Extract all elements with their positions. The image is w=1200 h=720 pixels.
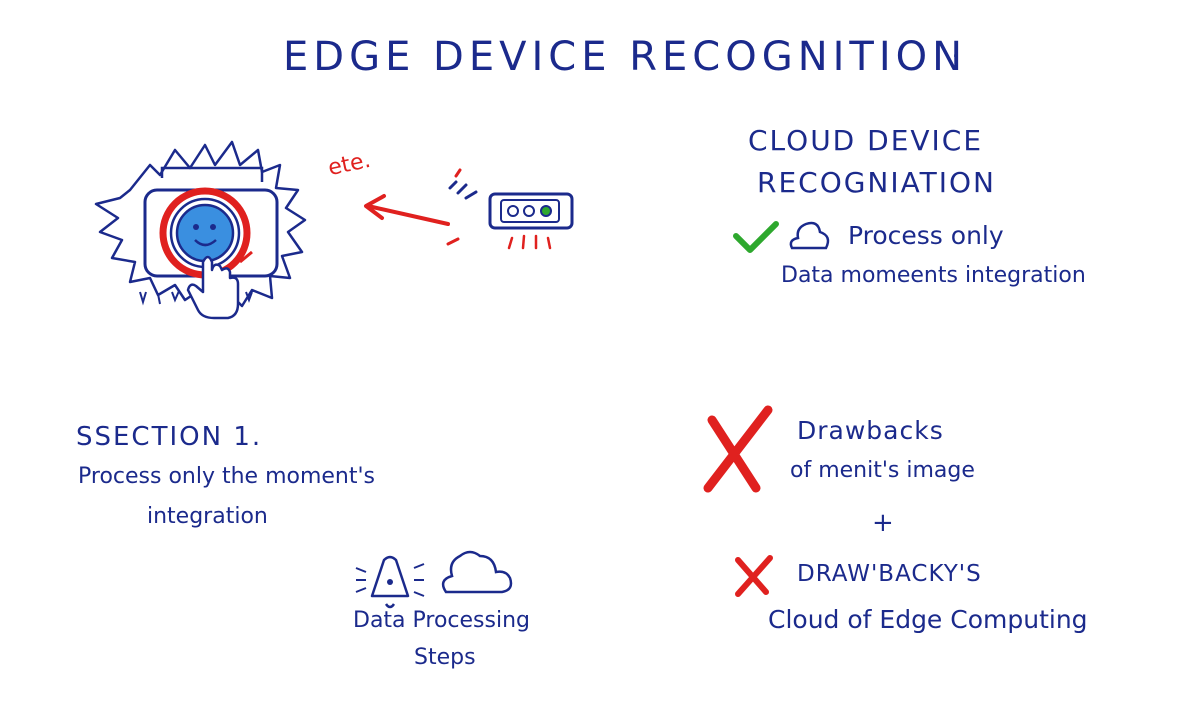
title-dot: .: [952, 38, 959, 62]
bell-ring-lines: [355, 563, 425, 597]
red-arrow-head: [364, 194, 386, 220]
cloud-icon-small: [789, 221, 830, 250]
red-tick-mark: [239, 250, 253, 264]
face-icon: [175, 203, 235, 263]
cloud-heading-line2: RECOGNIATION: [757, 166, 996, 199]
sensor-light-3: [540, 205, 552, 217]
bell-icon: [370, 555, 410, 609]
plus-sign: +: [872, 508, 894, 538]
cross-icon-small: [735, 555, 773, 597]
cloud-item-process: Process only: [848, 221, 1004, 250]
red-arrow: [366, 204, 450, 226]
steps-label-line1: Data Processing: [353, 608, 530, 633]
sensor-light-2: [523, 205, 535, 217]
sensor-face: [500, 199, 560, 223]
drawbacks-line1: of menit's image: [790, 458, 975, 483]
drawbacks-heading: Drawbacks: [797, 416, 944, 445]
pointing-hand-icon: [186, 255, 240, 320]
steps-label-line2: Steps: [414, 645, 476, 670]
section1-line2: integration: [147, 504, 268, 529]
section1-heading: SSECTION 1.: [76, 422, 263, 452]
check-icon: [733, 221, 779, 253]
cloud-item-data: Data momeents integration: [781, 263, 1086, 288]
sensor-rays: [507, 234, 552, 250]
drawbacks2-heading: DRAW'BACKY'S: [797, 561, 982, 587]
sensor-device-icon: [488, 192, 574, 230]
face-eye-right: [210, 224, 216, 230]
cloud-heading-line1: CLOUD DEVICE: [748, 124, 984, 157]
burst-outline: [94, 140, 307, 308]
bell-clapper: [387, 579, 393, 585]
tick-marks: [139, 290, 253, 306]
drawbacks2-line: Cloud of Edge Computing: [768, 605, 1088, 634]
section1-line1: Process only the moment's: [78, 464, 376, 489]
sensor-light-1: [507, 205, 519, 217]
page-title: EDGE DEVICE RECOGNITION: [283, 34, 968, 80]
signal-lines-red: [446, 168, 462, 246]
face-eye-left: [193, 224, 199, 230]
signal-lines-blue: [448, 180, 478, 200]
cross-icon-large: [703, 405, 773, 493]
cloud-icon-large: [441, 550, 513, 594]
camera-top-bracket: [160, 166, 264, 182]
face-smile: [194, 239, 217, 247]
